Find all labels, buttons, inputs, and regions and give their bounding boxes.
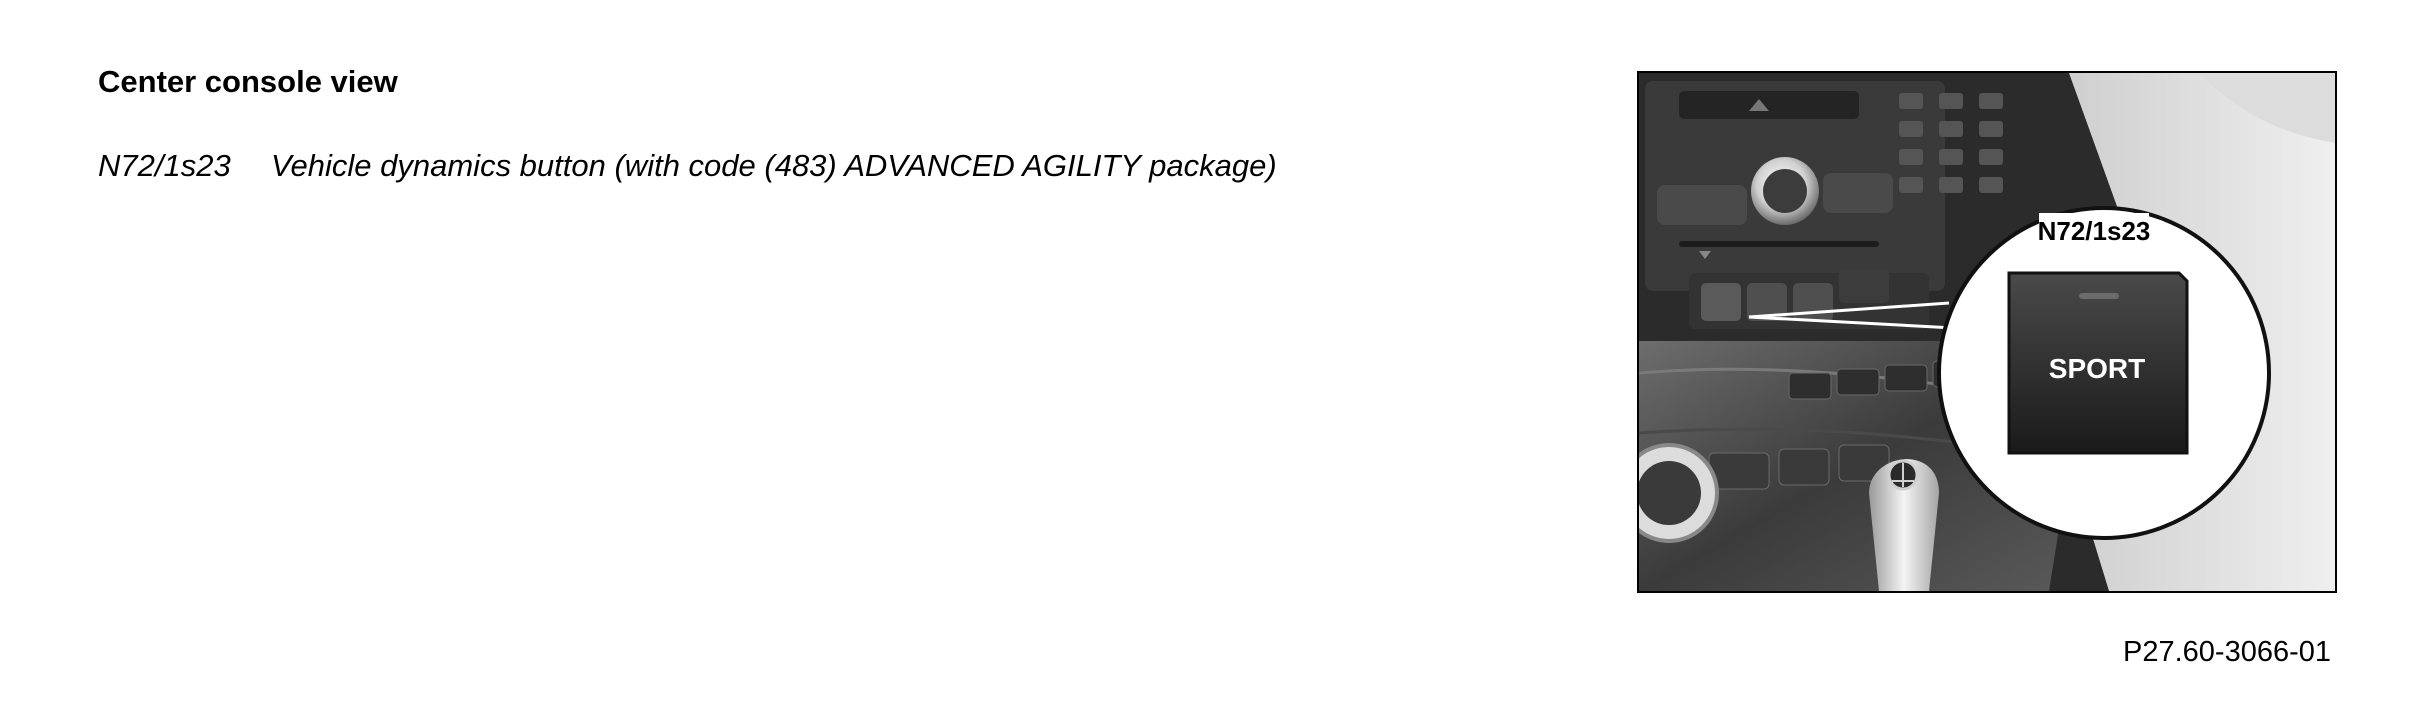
figure-reference-number: P27.60-3066-01 [2123, 636, 2331, 668]
legend-item: N72/1s23 Vehicle dynamics button (with co… [98, 148, 1277, 184]
sport-button-label: SPORT [2049, 353, 2145, 384]
callout-label: N72/1s23 [2038, 216, 2151, 246]
legend-description: Vehicle dynamics button (with code (483)… [271, 148, 1277, 183]
center-console-photo: N72/1s23 SPORT [1637, 71, 2337, 593]
section-heading: Center console view [98, 64, 398, 99]
legend-code: N72/1s23 [98, 148, 231, 183]
